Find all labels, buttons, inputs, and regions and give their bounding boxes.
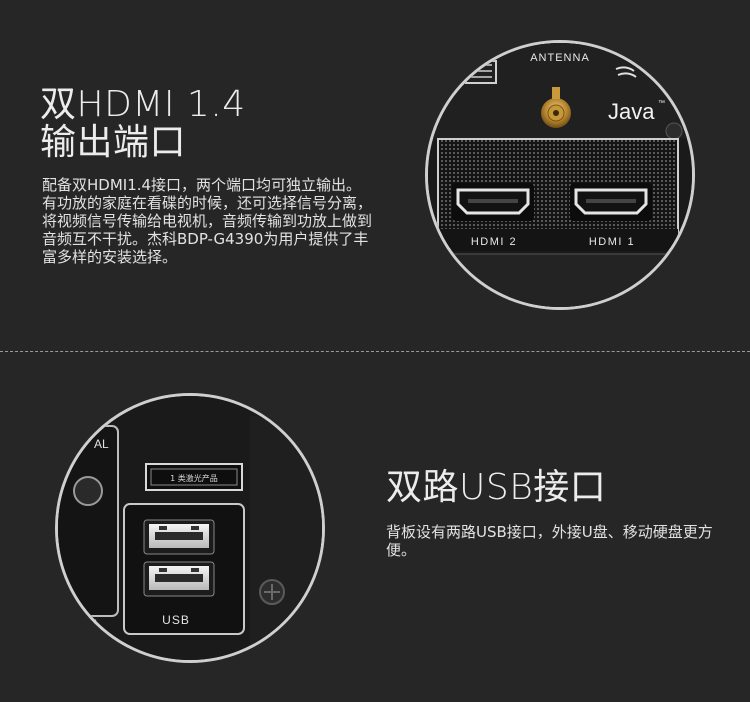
hdmi-2-label: HDMI 2 [471,236,517,248]
hdmi-title-line1: 双HDMI 1.4 [40,84,246,125]
hdmi-description: 配备双HDMI1.4接口，两个端口均可独立输出。有功放的家庭在看碟的时候，还可选… [42,176,373,266]
hdmi-ports-photo: ANTENNA Java ™ [425,40,695,310]
usb-section: AL L 1 类激光产品 [0,353,750,702]
hdmi-2-port [452,183,534,221]
java-tm: ™ [658,100,665,107]
usb-ports-photo: AL L 1 类激光产品 [55,393,325,663]
hdmi-1-port [570,183,652,221]
hdmi-section: 双HDMI 1.4 输出端口 配备双HDMI1.4接口，两个端口均可独立输出。有… [40,40,695,310]
laser-product-label: 1 类激光产品 [145,463,243,491]
usb-port-1 [143,519,215,555]
usb-label: USB [162,613,190,627]
hdmi-1-label: HDMI 1 [589,236,635,248]
antenna-connector [541,87,571,128]
hdmi-title: 双HDMI 1.4 输出端口 [40,86,246,162]
partial-bottom-label: L [94,617,101,631]
java-label: Java [608,99,655,124]
antenna-label: ANTENNA [530,52,590,64]
section-divider [0,351,750,352]
usb-title: 双路USB接口 [386,467,607,508]
usb-port-2 [143,561,215,597]
usb-description: 背板设有两路USB接口，外接U盘、移动硬盘更方便。 [386,523,713,559]
java-logo: Java ™ [608,66,665,124]
svg-text:1 类激光产品: 1 类激光产品 [170,473,218,483]
partial-top-label: AL [94,437,109,451]
hdmi-title-line2: 输出端口 [40,121,187,163]
